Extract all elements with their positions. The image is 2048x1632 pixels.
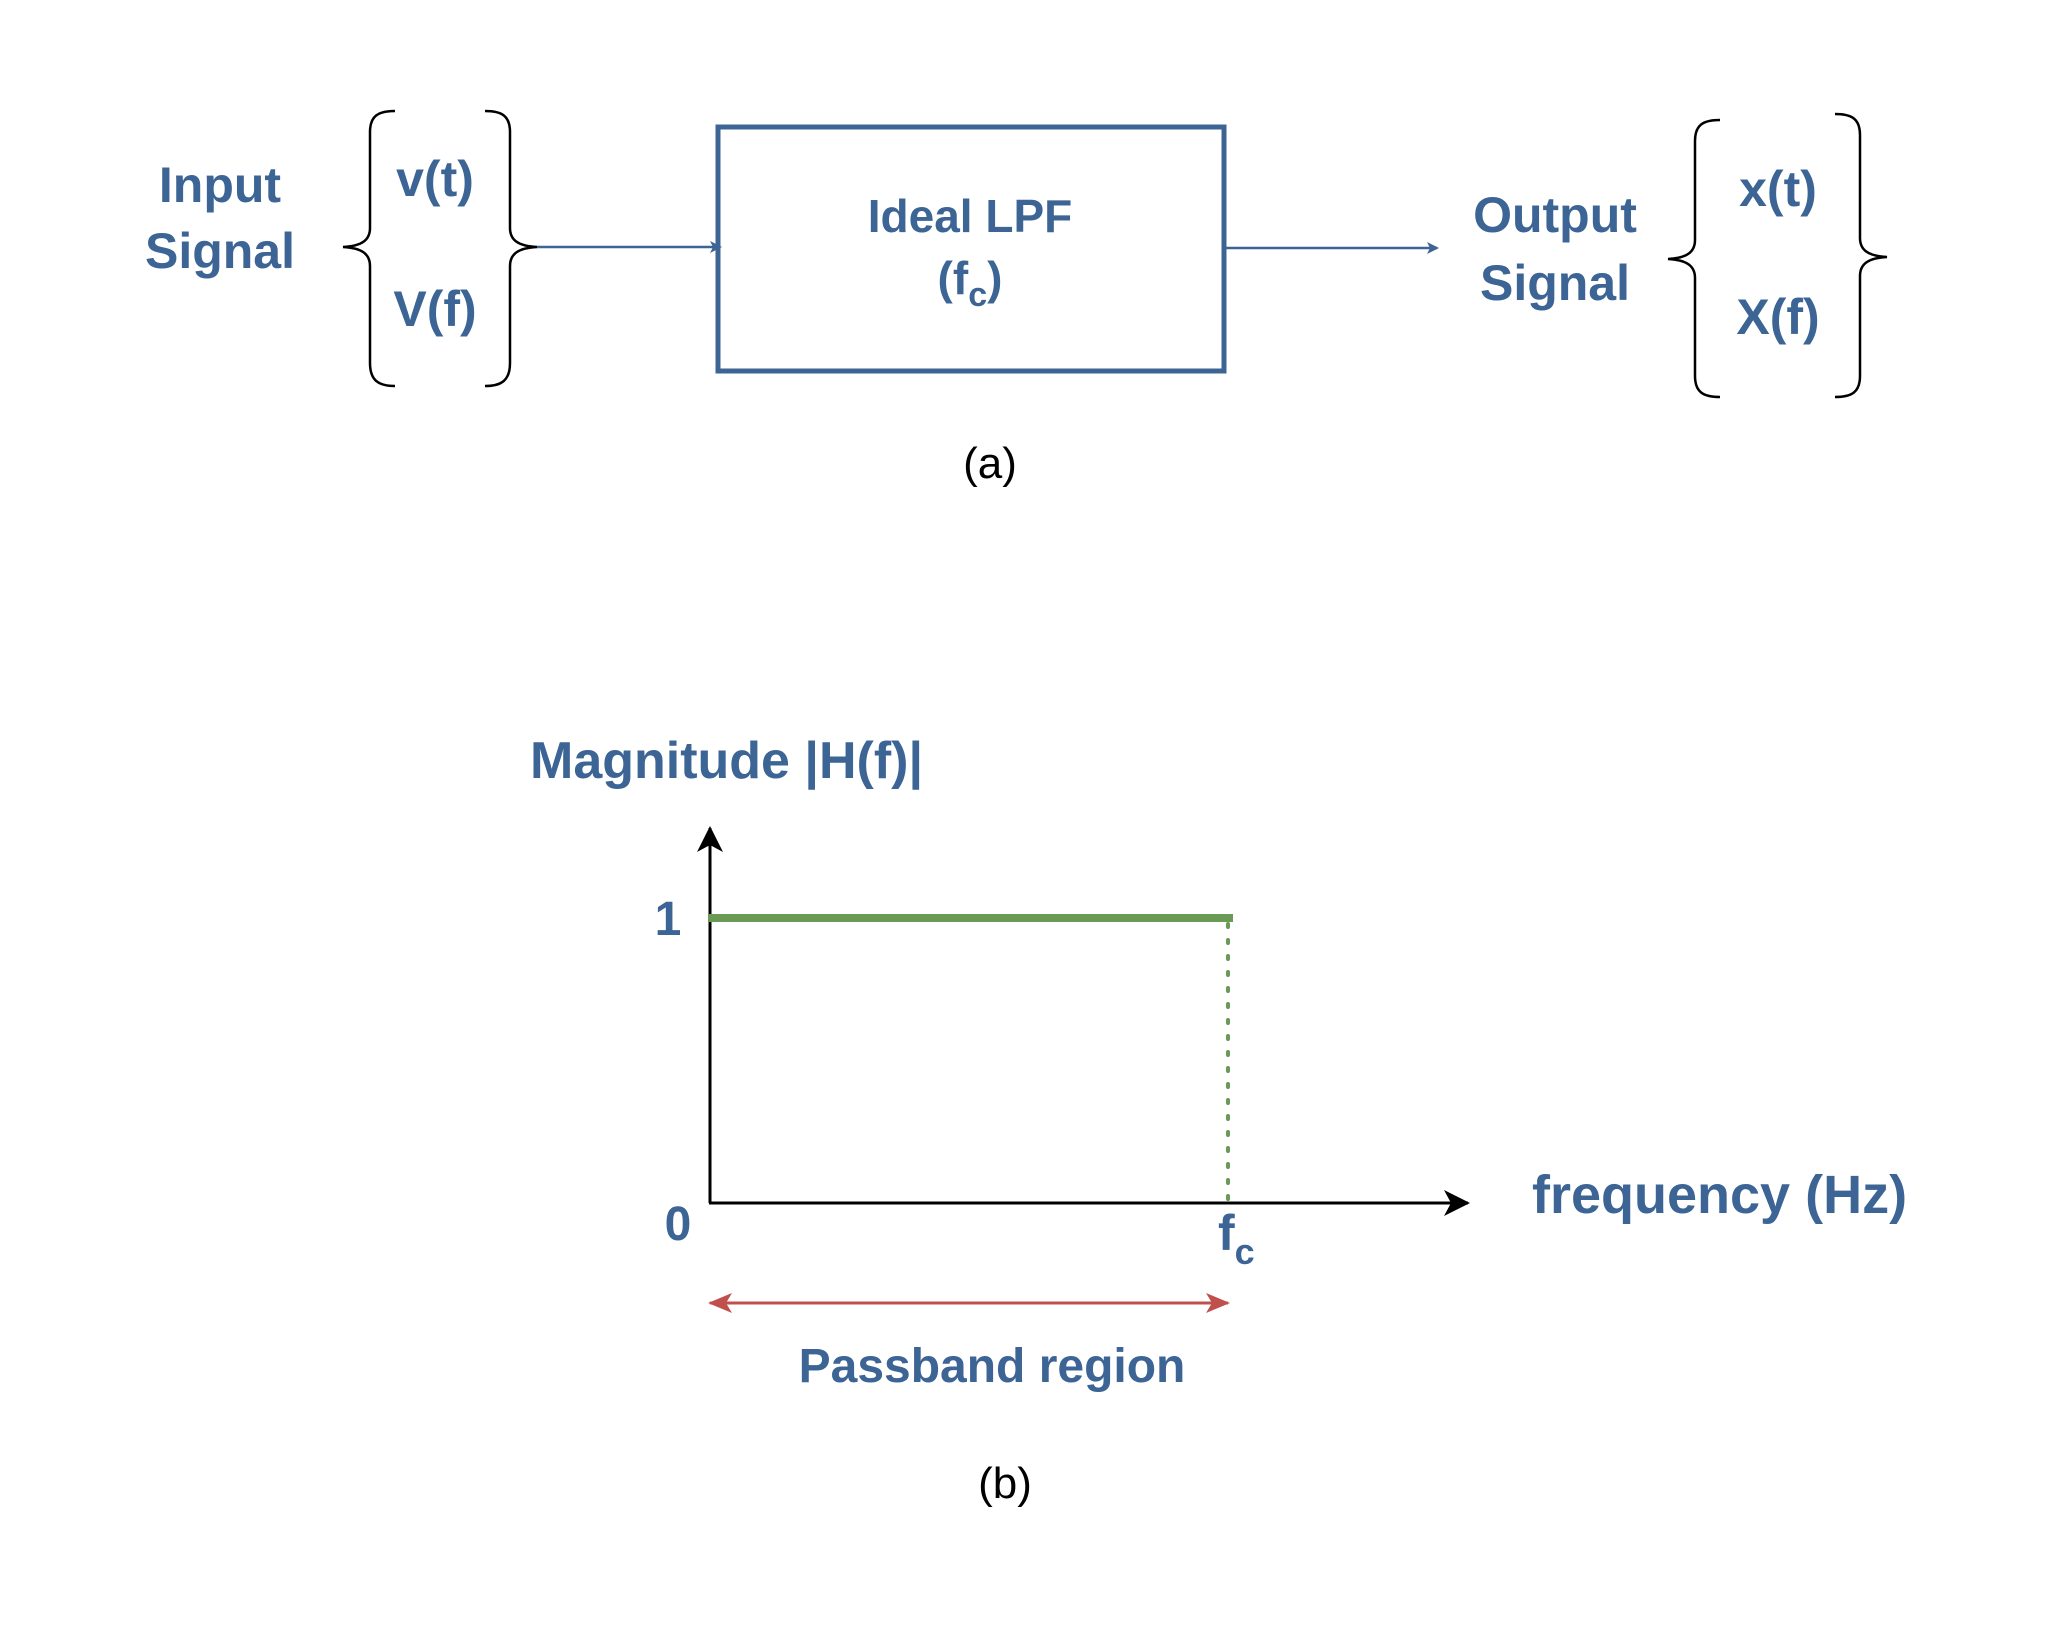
output-time-domain: x(t) <box>1739 161 1817 217</box>
output-right-brace <box>1834 112 1888 399</box>
output-left-brace <box>1667 118 1721 399</box>
filter-title: Ideal LPF <box>868 190 1072 242</box>
input-right-brace <box>484 109 538 388</box>
y-axis-label: Magnitude |H(f)| <box>530 732 923 790</box>
y-tick-one: 1 <box>655 893 682 946</box>
output-label-line2: Signal <box>1480 255 1630 311</box>
block-diagram: Input Signal v(t) V(f) Ideal LPF (fc) Ou… <box>145 109 1888 488</box>
filter-cutoff-param: (fc) <box>938 252 1003 314</box>
x-axis-label: frequency (Hz) <box>1532 1165 1907 1225</box>
input-label-line2: Signal <box>145 223 295 279</box>
output-label-line1: Output <box>1473 187 1637 243</box>
input-label-line1: Input <box>159 157 282 213</box>
input-time-domain: v(t) <box>396 151 474 207</box>
caption-a: (a) <box>963 439 1017 488</box>
input-left-brace <box>342 109 396 388</box>
passband-label: Passband region <box>799 1340 1186 1393</box>
magnitude-plot: Magnitude |H(f)| frequency (Hz) 1 0 fc P… <box>530 732 1907 1508</box>
caption-b: (b) <box>978 1459 1032 1508</box>
x-tick-cutoff: fc <box>1218 1205 1255 1272</box>
filter-block <box>715 124 1227 374</box>
y-tick-zero: 0 <box>665 1198 692 1251</box>
output-freq-domain: X(f) <box>1736 289 1819 345</box>
input-freq-domain: V(f) <box>393 281 476 337</box>
